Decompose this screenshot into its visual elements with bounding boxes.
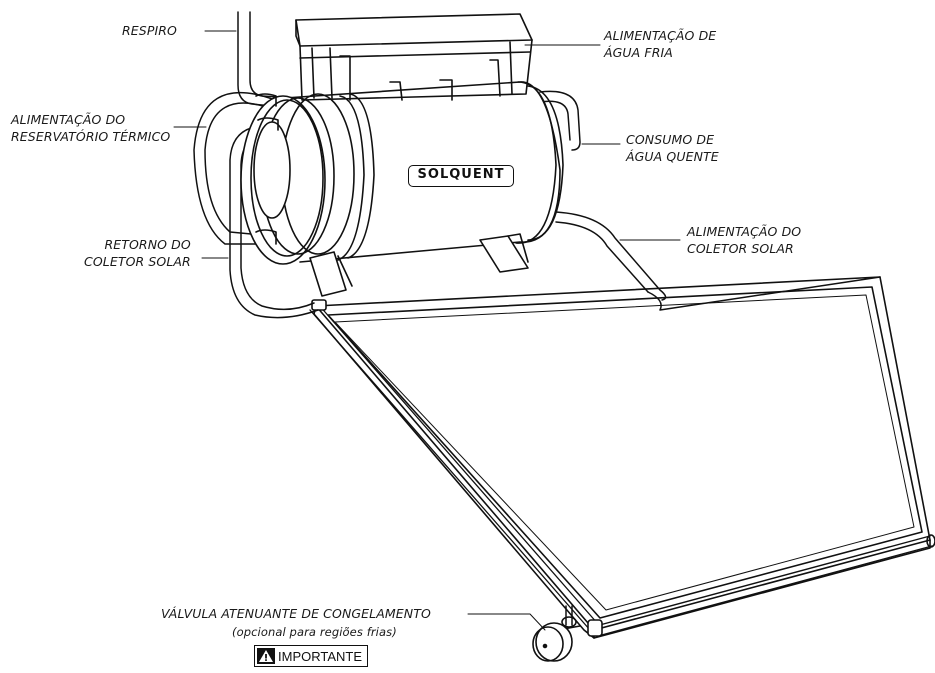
label-valvula-note-text: (opcional para regiões frias) [232,625,397,639]
label-coletor: ALIMENTAÇÃO DO COLETOR SOLAR [687,223,801,257]
label-valvula-note: (opcional para regiões frias) [232,624,397,641]
label-respiro: RESPIRO [122,22,177,39]
label-reservatorio: ALIMENTAÇÃO DO RESERVATÓRIO TÉRMICO [11,111,170,145]
brand-logo: SOLQUENT [408,165,514,187]
label-valvula-text: VÁLVULA ATENUANTE DE CONGELAMENTO [161,606,431,621]
label-retorno-line1: RETORNO DO [104,237,191,252]
storage-tank [240,81,564,297]
label-respiro-text: RESPIRO [122,23,177,38]
label-retorno-line2: COLETOR SOLAR [84,254,191,269]
important-badge: IMPORTANTE [254,645,369,667]
label-agua-fria-line1: ALIMENTAÇÃO DE [604,28,717,43]
label-retorno: RETORNO DO COLETOR SOLAR [84,236,191,270]
label-reservatorio-line2: RESERVATÓRIO TÉRMICO [11,129,171,144]
solar-collector-panel [309,276,935,639]
warning-triangle-icon [257,648,275,664]
label-agua-fria: ALIMENTAÇÃO DE ÁGUA FRIA [604,27,716,61]
label-consumo: CONSUMO DE ÁGUA QUENTE [626,131,719,165]
label-agua-fria-line2: ÁGUA FRIA [604,45,673,60]
label-valvula: VÁLVULA ATENUANTE DE CONGELAMENTO [161,605,431,622]
cold-water-box [295,13,533,101]
label-reservatorio-line1: ALIMENTAÇÃO DO [11,112,126,127]
leader-lines [173,30,681,631]
label-consumo-line1: CONSUMO DE [626,132,715,147]
label-consumo-line2: ÁGUA QUENTE [626,149,719,164]
label-coletor-line1: ALIMENTAÇÃO DO [687,224,802,239]
frost-valve [532,616,581,662]
label-coletor-line2: COLETOR SOLAR [687,241,794,256]
important-label: IMPORTANTE [278,648,363,664]
